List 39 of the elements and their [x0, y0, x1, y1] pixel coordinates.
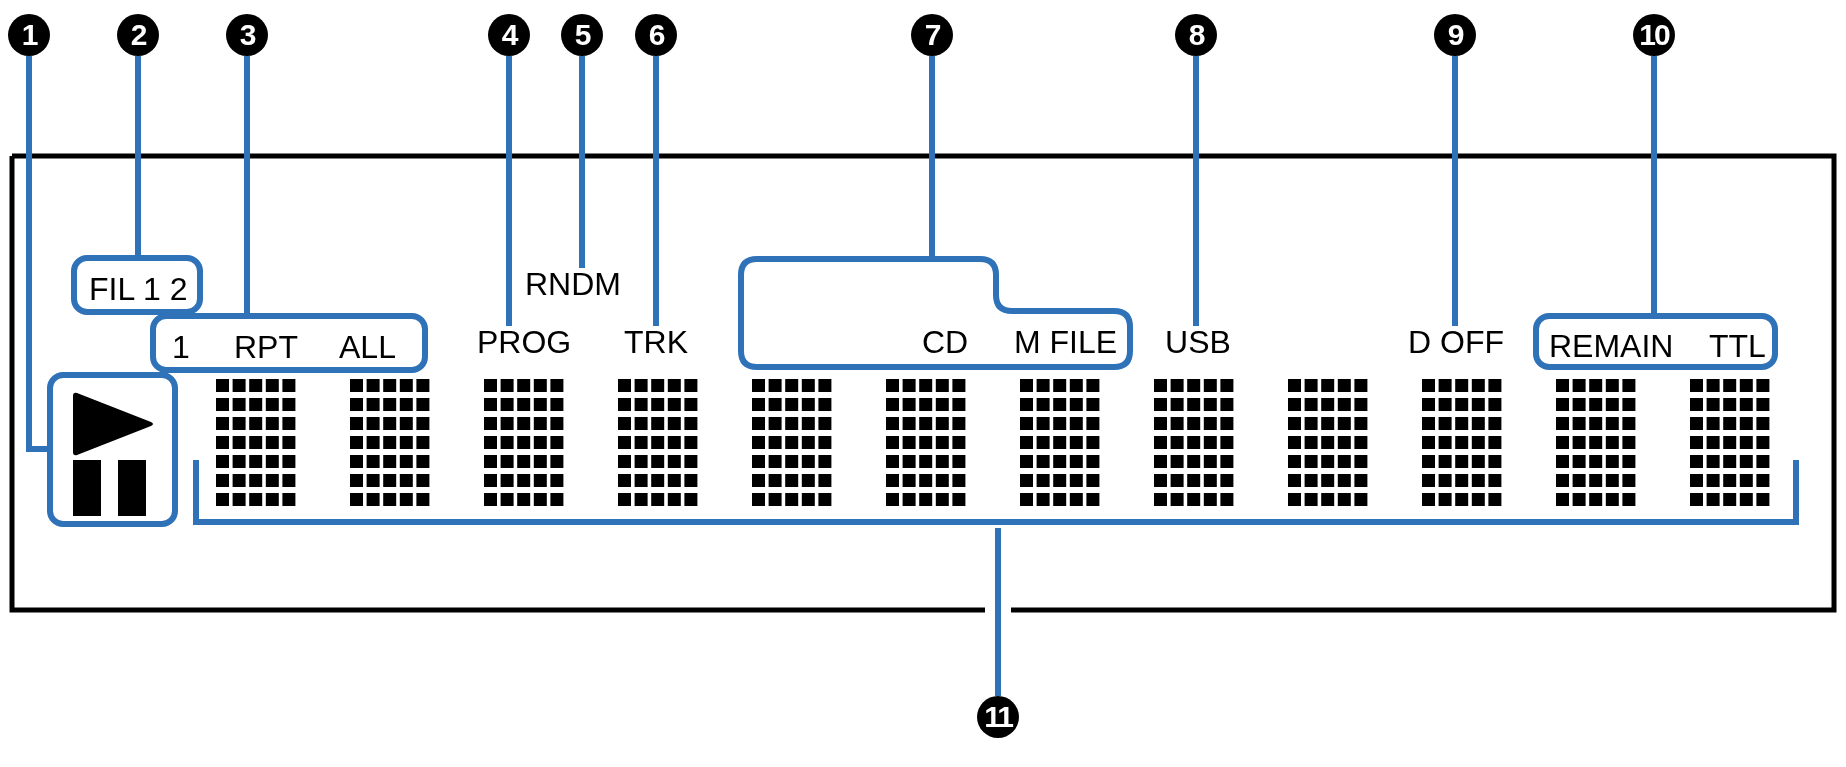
indicator-label: USB [1164, 326, 1232, 362]
callout-number: 4 [488, 14, 530, 56]
indicator-label: 1 [172, 331, 190, 363]
highlight-box [150, 313, 428, 373]
leader-line [995, 528, 1001, 696]
leader-line [1452, 56, 1458, 326]
highlight-box [1533, 313, 1778, 370]
indicator-label: FIL 1 2 [89, 273, 188, 305]
indicator-label: D OFF [1406, 326, 1506, 362]
leader-line [26, 56, 47, 452]
leader-line [653, 56, 659, 326]
callout-number: 2 [117, 14, 159, 56]
indicator-label: PROG [477, 326, 571, 362]
indicator-label: TRK [622, 326, 690, 362]
callout-number: 6 [635, 14, 677, 56]
callout-number: 9 [1434, 14, 1476, 56]
callout-number: 11 [977, 696, 1019, 738]
leader-line [506, 56, 512, 326]
callout-number: 1 [8, 14, 50, 56]
leader-line [579, 56, 585, 268]
indicator-label: ALL [339, 331, 396, 363]
indicator-label: M FILE [1014, 326, 1118, 358]
indicator-label: RPT [234, 331, 298, 363]
highlight-box [47, 372, 178, 527]
callout-number: 3 [226, 14, 268, 56]
leader-line [1193, 56, 1199, 326]
callout-number: 10 [1633, 14, 1675, 56]
indicator-label: CD [922, 326, 969, 358]
indicator-label: REMAIN [1549, 330, 1674, 362]
indicator-label: TTL [1709, 330, 1766, 362]
leader-line [929, 56, 935, 256]
callout-number: 7 [911, 14, 953, 56]
leader-line [135, 56, 141, 255]
indicator-label: RNDM [525, 268, 619, 304]
callout-number: 8 [1175, 14, 1217, 56]
leader-line [1651, 56, 1657, 313]
highlight-box [71, 255, 203, 315]
leader-line [244, 56, 250, 313]
callout-number: 5 [561, 14, 603, 56]
